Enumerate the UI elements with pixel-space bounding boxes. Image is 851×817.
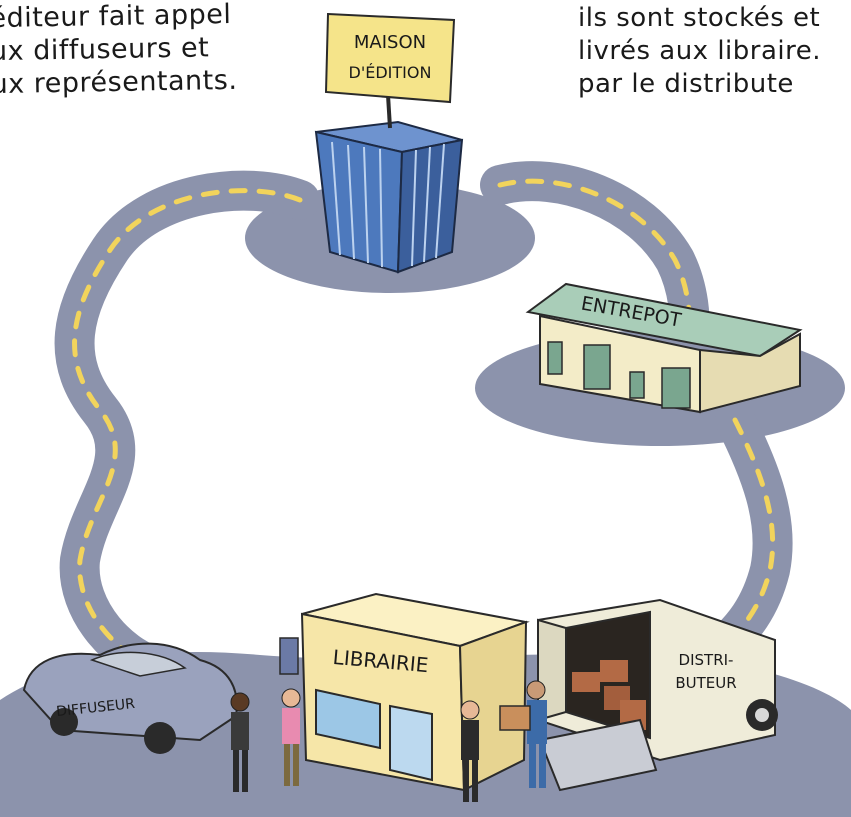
person-representant — [281, 688, 301, 786]
publisher-sign-line-2: D'ÉDITION — [349, 63, 432, 82]
van-sign-line-2: BUTEUR — [675, 674, 736, 692]
publisher-sign: MAISON D'ÉDITION — [324, 12, 456, 104]
publisher-sign-line-1: MAISON — [354, 32, 426, 53]
caption-right-line-1: ils sont stockés et — [578, 3, 821, 33]
people — [230, 680, 547, 802]
person-diffuseur — [230, 692, 250, 792]
book-box — [499, 705, 531, 731]
caption-right-line-2: livrés aux libraire. — [578, 36, 821, 66]
caption-right-line-3: par le distribute — [578, 69, 794, 99]
person-livreur — [526, 680, 547, 788]
person-libraire — [460, 700, 480, 802]
bookstore: LIBRAIRIE — [279, 592, 530, 792]
warehouse: ENTREPOT — [525, 282, 803, 414]
van-sign-line-1: DISTRI- — [679, 651, 734, 669]
publisher-tower — [314, 94, 464, 274]
diffuseur-car: DIFFUSEUR — [22, 642, 238, 754]
delivery-van: DISTRI- BUTEUR — [537, 598, 778, 792]
